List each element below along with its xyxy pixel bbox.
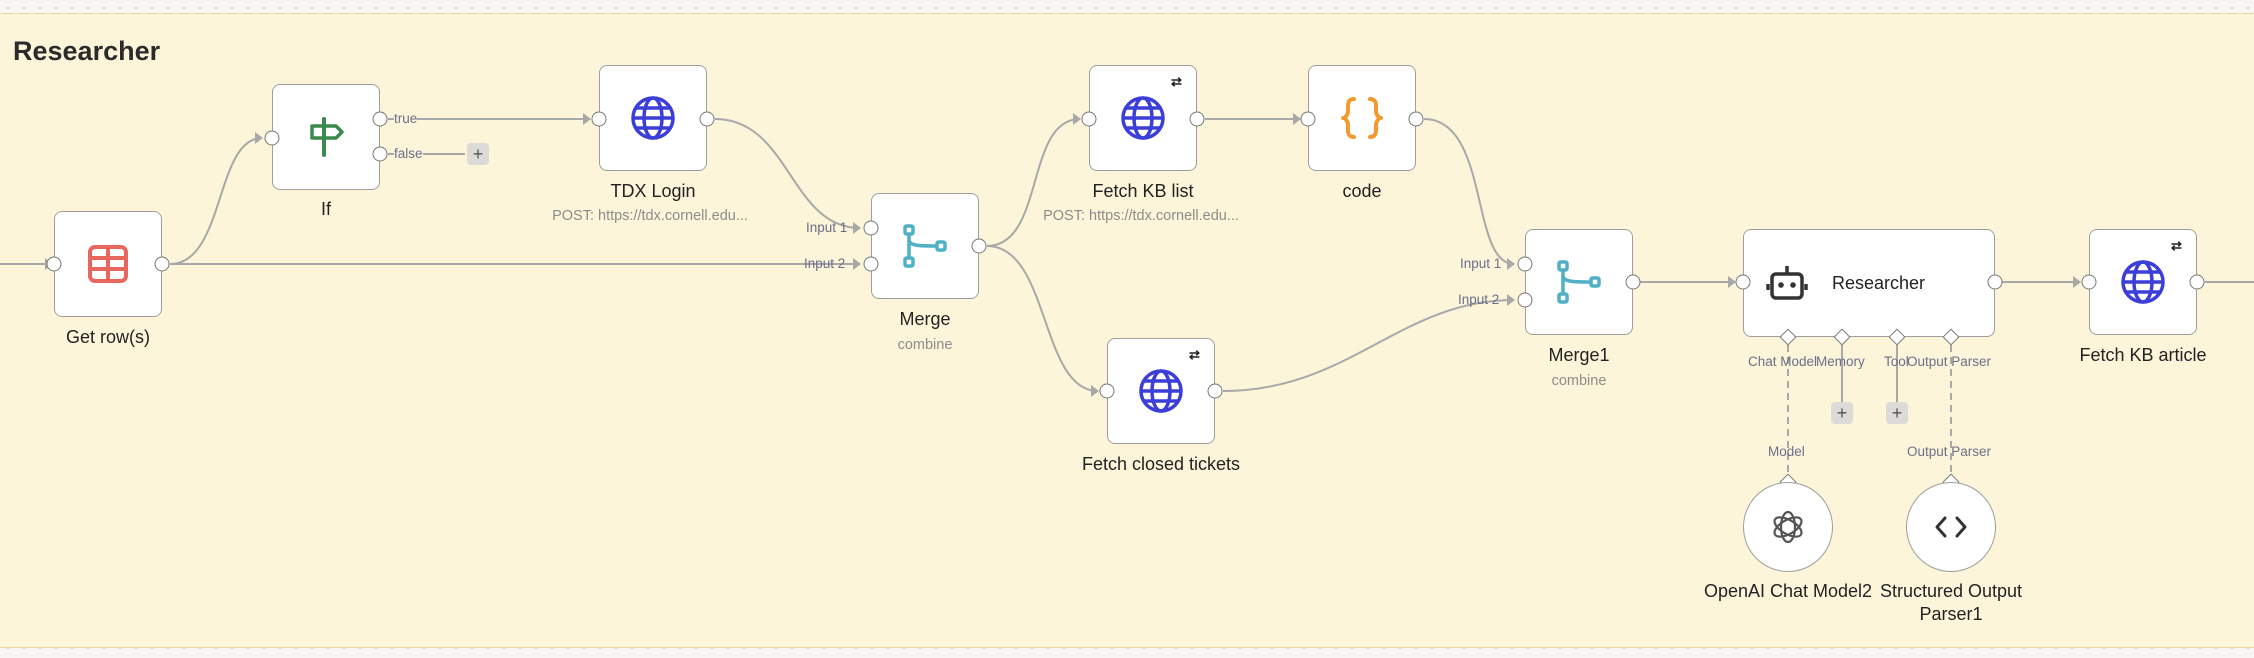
merge1-input1-label: Input 1: [1460, 256, 1502, 271]
merge-input1-handle[interactable]: [863, 220, 879, 236]
merge1-output-handle[interactable]: [1625, 274, 1641, 290]
tdx-login-output-handle[interactable]: [699, 111, 715, 127]
node-subtitle: POST: https://tdx.cornell.edu...: [552, 208, 748, 224]
openai-icon: [1773, 510, 1803, 544]
code-input-handle[interactable]: [1300, 111, 1316, 127]
refresh-icon: ⇄: [1189, 347, 1200, 362]
arrowhead: [853, 222, 861, 234]
arrowhead: [1507, 294, 1515, 306]
table-icon: [88, 245, 128, 283]
arrowhead: [1091, 385, 1099, 397]
port-label-memory: Memory: [1816, 354, 1865, 369]
port-label-output-parser: Output Parser: [1907, 444, 1992, 459]
refresh-icon: ⇄: [2171, 238, 2182, 253]
node-label: TDX Login: [610, 181, 696, 201]
if-input-handle[interactable]: [264, 130, 280, 146]
tdx-login-input-handle[interactable]: [591, 111, 607, 127]
if-true-label: true: [394, 111, 418, 126]
code-output-handle[interactable]: [1408, 111, 1424, 127]
node-label: Fetch closed tickets: [1081, 454, 1241, 474]
merge-icon: [1557, 260, 1601, 304]
port-label-model: Model: [1768, 444, 1805, 459]
connection: [986, 118, 1081, 247]
port-label-output-parser: Output Parser: [1907, 354, 1992, 369]
add-memory-button[interactable]: +: [1831, 402, 1853, 424]
if-false-output-handle[interactable]: [372, 146, 388, 162]
port-label-chat-model: Chat Model: [1748, 354, 1817, 369]
node-subtitle: POST: https://tdx.cornell.edu...: [1043, 208, 1239, 224]
fetch-kb-article-output-handle[interactable]: [2189, 274, 2205, 290]
merge1-input1-handle[interactable]: [1517, 256, 1533, 272]
node-merge[interactable]: [871, 193, 979, 299]
merge-input1-label: Input 1: [806, 220, 848, 235]
fetch-kb-list-output-handle[interactable]: [1189, 111, 1205, 127]
arrowhead: [853, 258, 861, 270]
connection: [169, 137, 263, 265]
port-label-tool: Tool: [1884, 354, 1909, 369]
add-node-button[interactable]: +: [467, 143, 489, 165]
node-label: Merge: [899, 309, 951, 329]
connection: [1222, 299, 1515, 392]
researcher-output-handle[interactable]: [1987, 274, 2003, 290]
node-label: Merge1: [1548, 345, 1610, 365]
node-get-rows[interactable]: [54, 211, 162, 317]
node-label: Fetch KB article: [2079, 345, 2207, 365]
node-openai-chat-model[interactable]: [1743, 482, 1833, 572]
signpost-icon: [310, 117, 344, 157]
node-structured-output-parser[interactable]: [1906, 482, 1996, 572]
node-label: code: [1342, 181, 1382, 201]
node-label: Fetch KB list: [1092, 181, 1194, 201]
get-rows-output-handle[interactable]: [154, 256, 170, 272]
merge1-input2-label: Input 2: [1458, 292, 1500, 307]
globe-icon: [1139, 369, 1183, 413]
code-brackets-icon: [1935, 516, 1967, 538]
connection: [1423, 118, 1515, 265]
arrowhead: [1293, 113, 1301, 125]
fetch-closed-input-handle[interactable]: [1099, 383, 1115, 399]
node-label: If: [320, 199, 332, 219]
merge-icon: [903, 224, 947, 268]
globe-icon: [631, 96, 675, 140]
merge-input2-handle[interactable]: [863, 256, 879, 272]
fetch-kb-article-input-handle[interactable]: [2081, 274, 2097, 290]
node-tdx-login[interactable]: [599, 65, 707, 171]
node-fetch-kb-article[interactable]: [2089, 229, 2197, 335]
node-researcher-agent[interactable]: Researcher: [1743, 229, 1995, 337]
node-fetch-closed-tickets[interactable]: [1107, 338, 1215, 444]
sticky-note-title: Researcher: [13, 36, 161, 66]
arrowhead: [583, 113, 591, 125]
node-code[interactable]: [1308, 65, 1416, 171]
arrowhead: [1728, 276, 1736, 288]
if-true-output-handle[interactable]: [372, 111, 388, 127]
arrowhead: [1507, 258, 1515, 270]
connection: [714, 118, 861, 229]
arrowhead: [2073, 276, 2081, 288]
braces-icon: [1341, 97, 1383, 139]
add-tool-button[interactable]: +: [1886, 402, 1908, 424]
researcher-input-handle[interactable]: [1735, 274, 1751, 290]
node-label: Researcher: [1832, 272, 1926, 293]
globe-icon: [1121, 96, 1165, 140]
merge1-input2-handle[interactable]: [1517, 292, 1533, 308]
refresh-icon: ⇄: [1171, 74, 1182, 89]
node-subtitle: combine: [897, 337, 953, 353]
merge-output-handle[interactable]: [971, 238, 987, 254]
node-label: Structured Output: [1879, 581, 2023, 601]
globe-icon: [2121, 260, 2165, 304]
fetch-closed-output-handle[interactable]: [1207, 383, 1223, 399]
connection: [986, 245, 1099, 392]
node-label: OpenAI Chat Model2: [1703, 581, 1873, 601]
node-if[interactable]: [272, 84, 380, 190]
if-false-label: false: [394, 146, 423, 161]
arrowhead: [1073, 113, 1081, 125]
node-subtitle: combine: [1551, 373, 1607, 389]
arrowhead: [255, 132, 263, 144]
robot-icon: [1766, 266, 1808, 300]
fetch-kb-list-input-handle[interactable]: [1081, 111, 1097, 127]
node-label-line2: Parser1: [1919, 604, 1983, 624]
node-label: Get row(s): [65, 327, 151, 347]
merge-input2-label: Input 2: [804, 256, 846, 271]
node-merge1[interactable]: [1525, 229, 1633, 335]
get-rows-input-handle[interactable]: [46, 256, 62, 272]
